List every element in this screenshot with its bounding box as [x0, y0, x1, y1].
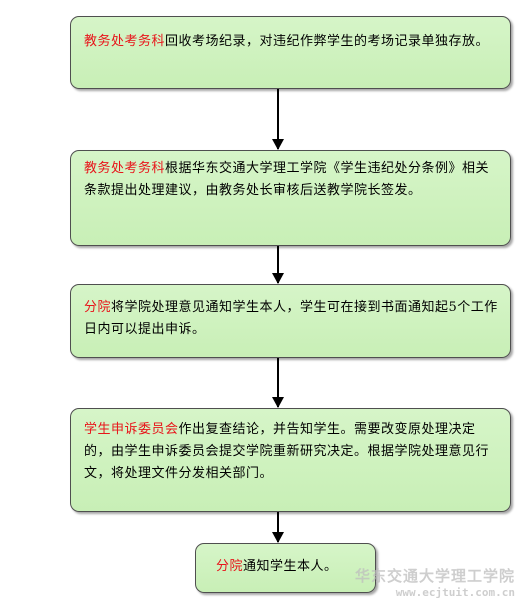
arrow-2-to-3 — [272, 246, 284, 284]
step-4-text: 作出复查结论，并告知学生。需要改变原处理决定的，由学生申诉委员会提交学院重新研究… — [84, 422, 490, 481]
step-5-text: 通知学生本人。 — [243, 559, 338, 574]
step-3-text: 将学院处理意见通知学生本人，学生可在接到书面通知起5个工作日内可以提出申诉。 — [84, 300, 498, 337]
arrow-4-to-5 — [272, 512, 284, 543]
step-1-box: 教务处考务科回收考场纪录，对违纪作弊学生的考场记录单独存放。 — [70, 16, 511, 89]
step-4-box: 学生申诉委员会作出复查结论，并告知学生。需要改变原处理决定的，由学生申诉委员会提… — [70, 408, 511, 512]
watermark: 华东交通大学理工学院 www.ecjtuit.com.cn — [355, 565, 515, 599]
arrow-3-to-4 — [272, 358, 284, 408]
step-2-highlight: 教务处考务科 — [84, 161, 166, 176]
step-4-highlight: 学生申诉委员会 — [84, 422, 179, 437]
step-1-highlight: 教务处考务科 — [84, 34, 166, 49]
step-2-text: 根据华东交通大学理工学院《学生违纪处分条例》相关条款提出处理建议，由教务处长审核… — [84, 161, 490, 198]
step-3-highlight: 分院 — [84, 300, 112, 315]
step-2-box: 教务处考务科根据华东交通大学理工学院《学生违纪处分条例》相关条款提出处理建议，由… — [70, 150, 511, 246]
watermark-name: 华东交通大学理工学院 — [354, 567, 515, 585]
step-5-highlight: 分院 — [216, 559, 244, 574]
arrow-1-to-2 — [272, 89, 284, 150]
watermark-url: www.ecjtuit.com.cn — [395, 586, 515, 599]
step-1-text: 回收考场纪录，对违纪作弊学生的考场记录单独存放。 — [165, 34, 490, 49]
step-3-box: 分院将学院处理意见通知学生本人，学生可在接到书面通知起5个工作日内可以提出申诉。 — [70, 284, 511, 358]
step-5-box: 分院通知学生本人。 — [195, 543, 376, 593]
